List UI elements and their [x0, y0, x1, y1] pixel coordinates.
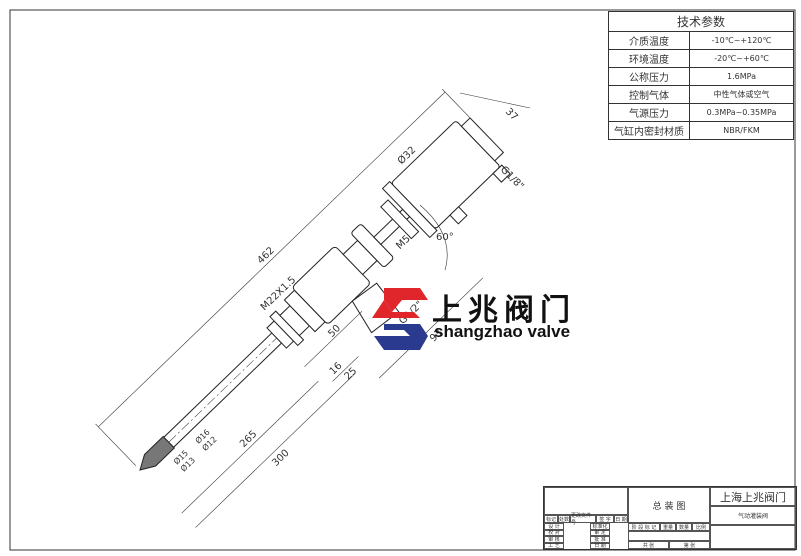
- sheet-number: 第 张: [669, 541, 710, 549]
- dim-265: 265: [238, 429, 259, 450]
- product-name: 气动灌装阀: [710, 506, 796, 525]
- logo-text-cn: 上兆阀门: [432, 293, 576, 328]
- dim-50: 50: [326, 323, 343, 340]
- dim-37: 37: [503, 106, 520, 123]
- revision-grid: [544, 487, 628, 515]
- dim-300: 300: [270, 448, 291, 469]
- logo-text-en: shangzhao valve: [434, 322, 571, 341]
- spec-value: 0.3MPa~0.35MPa: [689, 103, 794, 122]
- rev-header: 标记: [544, 515, 558, 523]
- sign-label: 审 定: [590, 529, 610, 536]
- sign-label: 设 计: [544, 523, 564, 530]
- spec-value: NBR/FKM: [689, 121, 794, 140]
- spec-value: 1.6MPa: [689, 67, 794, 86]
- spec-label: 环境温度: [608, 49, 690, 68]
- drawing-number: [710, 525, 796, 549]
- stage-values: [628, 531, 710, 541]
- spec-label: 气源压力: [608, 103, 690, 122]
- air-port-1: [449, 206, 468, 225]
- drawing-name: 总 装 图: [628, 487, 710, 523]
- dim-overall: 462: [255, 245, 276, 266]
- spec-label: 控制气体: [608, 85, 690, 104]
- dimension-lines: [95, 88, 484, 528]
- spec-label: 公称压力: [608, 67, 690, 86]
- rev-header: 更改文件号: [570, 513, 596, 526]
- stage-header: 比例: [692, 523, 710, 531]
- dim-25: 25: [343, 366, 360, 383]
- rev-header: 签 字: [596, 515, 614, 523]
- stage-header: 重量: [660, 523, 676, 531]
- sign-label: 批 准: [590, 536, 610, 543]
- sign-label: 工 艺: [544, 542, 564, 549]
- sign-label: 审 核: [544, 536, 564, 543]
- stage-header: 数量: [676, 523, 692, 531]
- spec-label: 气缸内密封材质: [608, 121, 690, 140]
- inlet-port: [351, 282, 400, 334]
- stage-header: 阶 段 标 记: [628, 523, 660, 531]
- sheet-total: 共 张: [628, 541, 669, 549]
- air-port-2: [492, 164, 511, 183]
- spec-label: 介质温度: [608, 31, 690, 50]
- spec-row: 介质温度-10℃~+120℃: [608, 31, 794, 50]
- sign-label: 标准化: [590, 523, 610, 530]
- spec-value: -20℃~+60℃: [689, 49, 794, 68]
- logo-icon: [372, 288, 428, 350]
- title-block: 标记 处数 更改文件号 签 字 日 期 设 计 校 对 审 核 工 艺 标准化 …: [543, 486, 797, 550]
- spec-title: 技术参数: [608, 11, 794, 32]
- rev-header: 处数: [558, 515, 570, 523]
- sheet-border: [9, 9, 796, 551]
- dim-angle: 60°: [436, 232, 454, 243]
- spec-value: -10℃~+120℃: [689, 31, 794, 50]
- sign-label: 日 期: [590, 542, 610, 549]
- spec-row: 控制气体中性气体或空气: [608, 85, 794, 104]
- spec-value: 中性气体或空气: [689, 85, 794, 104]
- valve-assembly: 462 Ø32 265 300 M22X1.5 50 16 25 93 M5 G…: [95, 88, 511, 528]
- rev-header: 日 期: [614, 515, 628, 523]
- sign-label: 校 对: [544, 529, 564, 536]
- company-name: 上海上兆阀门: [710, 487, 796, 506]
- spec-row: 环境温度-20℃~+60℃: [608, 49, 794, 68]
